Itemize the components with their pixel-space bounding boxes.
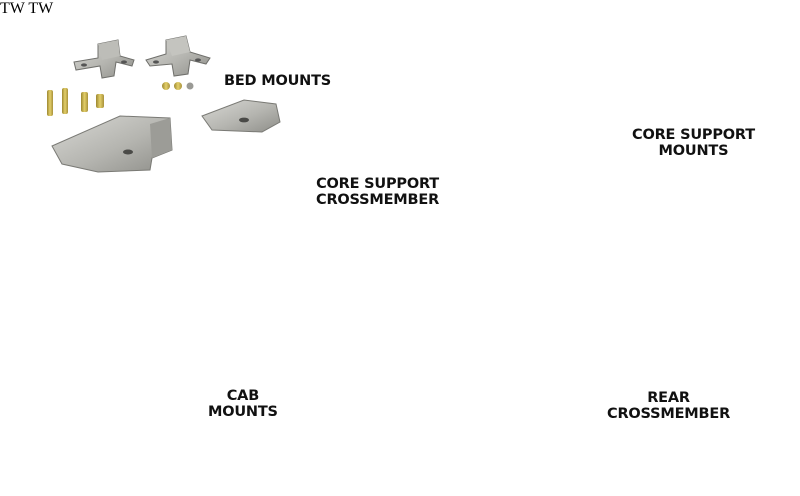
rear-crossmember-label: REAR CROSSMEMBER (607, 390, 730, 422)
bed-mounts-label: BED MOUNTS (224, 73, 331, 89)
bed-mount-bracket-left (73, 39, 135, 79)
core-support-crossmember: TW (0, 0, 28, 17)
bed-mounts-group (47, 35, 281, 173)
cab-mounts-label-line1: CAB (226, 388, 260, 404)
rear-crossmember: TW (28, 0, 53, 17)
rear-crossmember-label-line1: REAR (647, 390, 690, 406)
rear-crossmember-logo: TW (28, 0, 54, 17)
bed-mount-plate-large (51, 115, 173, 173)
bed-mounts-label-line1: BED MOUNTS (224, 73, 332, 89)
core-support-mounts-label-line1: CORE SUPPORT (632, 127, 755, 143)
core-support-mounts-label-line2: MOUNTS (658, 143, 729, 159)
bed-mount-bracket-right (145, 35, 211, 77)
core-support-mounts-label: CORE SUPPORT MOUNTS (632, 127, 755, 159)
bed-mount-plate-small (201, 99, 281, 133)
cab-mounts-label-line2: MOUNTS (208, 404, 278, 420)
bed-mount-hardware (47, 82, 194, 116)
core-support-crossmember-label-line1: CORE SUPPORT (316, 176, 439, 192)
crossmember-logo: TW (0, 0, 25, 17)
core-support-crossmember-label: CORE SUPPORT CROSSMEMBER (316, 176, 439, 208)
cab-mounts-label: CAB MOUNTS (208, 388, 278, 420)
rear-crossmember-label-line2: CROSSMEMBER (607, 406, 731, 422)
core-support-crossmember-label-line2: CROSSMEMBER (316, 192, 440, 208)
